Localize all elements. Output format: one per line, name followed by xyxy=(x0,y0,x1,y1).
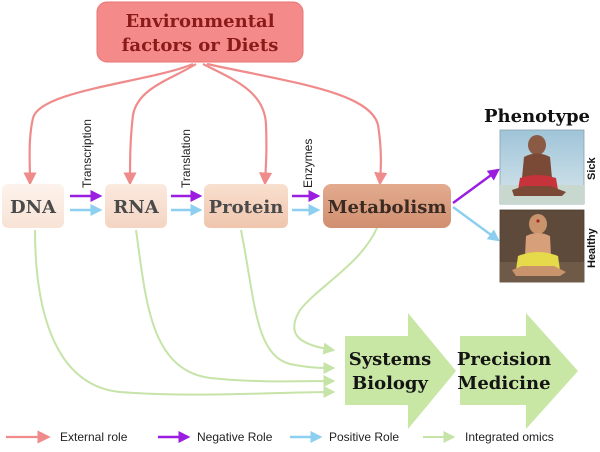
node-protein-label: Protein xyxy=(209,197,284,218)
legend-item-positive: Positive Role xyxy=(290,430,399,444)
integrated-curve-dna xyxy=(34,229,336,399)
legend-label-external: External role xyxy=(60,430,128,444)
external-arrows xyxy=(23,62,388,186)
precision-line1: Precision xyxy=(457,349,551,370)
systems-line1: Systems xyxy=(349,349,432,370)
legend-label-positive: Positive Role xyxy=(329,430,399,444)
integrated-curve-metabolism xyxy=(293,227,378,355)
precision-line2: Medicine xyxy=(457,373,550,394)
sick-child-photo xyxy=(499,129,585,205)
environmental-factors-box: Environmental factors or Diets xyxy=(96,1,304,63)
legend-label-integrated: Integrated omics xyxy=(465,430,554,444)
healthy-label: Healthy xyxy=(586,227,598,268)
legend-item-negative: Negative Role xyxy=(158,430,273,444)
node-dna: DNA xyxy=(2,184,64,228)
legend-item-external: External role xyxy=(6,430,128,444)
label-enzymes: Enzymes xyxy=(301,139,315,188)
node-rna: RNA xyxy=(105,184,167,228)
integrated-curve-protein xyxy=(240,229,336,374)
node-metabolism-label: Metabolism xyxy=(328,197,447,218)
precision-medicine-arrow: Precision Medicine xyxy=(457,313,578,429)
systems-line2: Biology xyxy=(352,373,428,394)
top-box-line1: Environmental xyxy=(125,11,274,32)
sick-label: Sick xyxy=(586,156,598,180)
phenotype-title: Phenotype xyxy=(484,106,590,127)
external-arrow-rna xyxy=(123,63,197,186)
legend-item-integrated: Integrated omics xyxy=(423,430,554,444)
external-arrow-protein xyxy=(202,63,273,186)
positive-arrow-to-healthy xyxy=(452,206,500,242)
node-rna-label: RNA xyxy=(113,197,159,218)
integrated-curve-rna xyxy=(135,229,336,388)
negative-arrow-to-sick xyxy=(452,168,500,204)
label-translation: Translation xyxy=(179,129,193,188)
node-metabolism: Metabolism xyxy=(323,184,451,228)
systems-biology-arrow: Systems Biology xyxy=(345,313,456,429)
legend: External role Negative Role Positive Rol… xyxy=(6,430,554,444)
legend-label-negative: Negative Role xyxy=(197,430,273,444)
top-box-line2: factors or Diets xyxy=(122,35,279,56)
node-dna-label: DNA xyxy=(10,197,57,218)
healthy-child-photo xyxy=(499,209,585,283)
label-transcription: Transcription xyxy=(80,119,94,188)
external-arrow-dna xyxy=(23,62,194,186)
node-protein: Protein xyxy=(204,184,288,228)
external-arrow-metabolism xyxy=(206,62,388,186)
integrated-omics-curves xyxy=(34,227,378,399)
